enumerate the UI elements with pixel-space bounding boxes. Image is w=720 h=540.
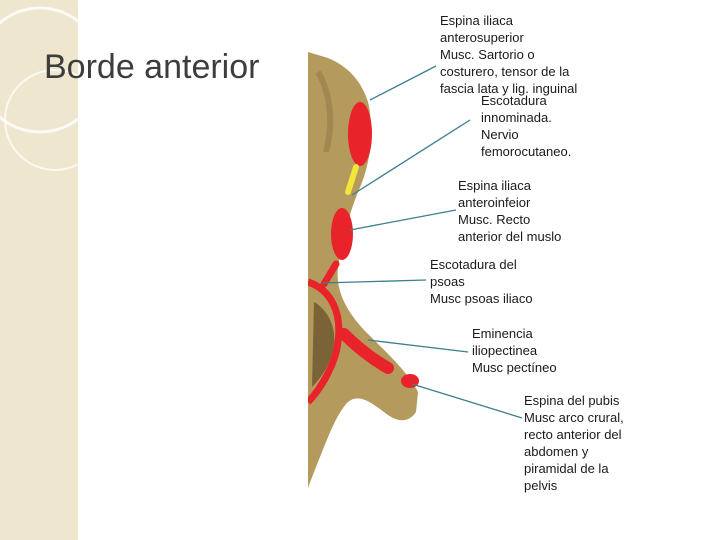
label-eminencia-iliopectinea: Eminencia iliopectinea Musc pectíneo <box>472 325 557 376</box>
label-line: Musc arco crural, <box>524 410 624 425</box>
connector-iliopectinea <box>367 339 469 353</box>
label-line: Eminencia <box>472 326 533 341</box>
label-line: Escotadura <box>481 93 547 108</box>
label-line: Escotadura del <box>430 257 517 272</box>
label-espina-iliaca-anterosuperior: Espina iliaca anterosuperior Musc. Sarto… <box>440 12 577 97</box>
connector-anterosuperior <box>369 65 437 101</box>
connector-innominada <box>351 119 471 196</box>
label-line: Espina del pubis <box>524 393 620 408</box>
label-line: piramidal de la <box>524 461 609 476</box>
hip-bone-illustration <box>308 52 419 488</box>
slide-title: Borde anterior <box>44 48 260 86</box>
connector-psoas <box>321 279 427 284</box>
label-line: innominada. <box>481 110 552 125</box>
connector-anteroinferior <box>349 209 457 231</box>
label-line: Espina iliaca <box>458 178 531 193</box>
label-line: recto anterior del <box>524 427 622 442</box>
label-line: abdomen y <box>524 444 589 459</box>
label-line: Musc. Recto <box>458 212 531 227</box>
label-line: anterior del muslo <box>458 229 562 244</box>
label-line: anterosuperior <box>440 30 524 45</box>
label-line: anteroinfeior <box>458 195 531 210</box>
nerve-mark <box>345 164 359 195</box>
label-espina-iliaca-anteroinferior: Espina iliaca anteroinfeior Musc. Recto … <box>458 177 561 245</box>
sartorius-insertion-mark <box>348 102 372 166</box>
label-espina-pubis: Espina del pubis Musc arco crural, recto… <box>524 392 624 494</box>
label-line: costurero, tensor de la <box>440 64 570 79</box>
label-line: Musc psoas iliaco <box>430 291 533 306</box>
label-line: psoas <box>430 274 465 289</box>
label-line: pelvis <box>524 478 558 493</box>
label-line: Nervio <box>481 127 519 142</box>
rectus-insertion-mark <box>331 208 353 260</box>
label-line: iliopectinea <box>472 343 538 358</box>
decorative-circles <box>0 6 106 171</box>
label-line: Espina iliaca <box>440 13 513 28</box>
label-escotadura-psoas: Escotadura del psoas Musc psoas iliaco <box>430 256 533 307</box>
label-line: fascia lata y lig. inguinal <box>440 81 578 96</box>
pectineus-insertion-mark <box>338 328 394 374</box>
side-decoration-strip <box>0 0 78 540</box>
connector-pubis <box>411 383 523 419</box>
label-line: Musc. Sartorio o <box>440 47 535 62</box>
label-line: femorocutaneo. <box>481 144 572 159</box>
label-escotadura-innominada: Escotadura innominada. Nervio femorocuta… <box>481 92 571 160</box>
label-line: Musc pectíneo <box>472 360 557 375</box>
